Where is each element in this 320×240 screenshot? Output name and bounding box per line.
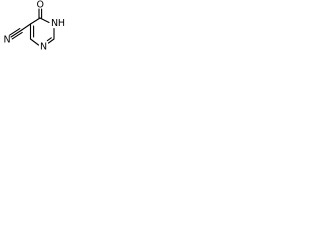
bond-triple-1 (10, 29, 22, 38)
bond-c4-c5 (29, 17, 41, 25)
bond-c2-n1 (47, 38, 55, 44)
bond-c5-cn (20, 23, 32, 32)
bond-n1-c6 (29, 38, 40, 46)
nitrogen-nitrile-label: N (3, 35, 10, 46)
structure-diagram: O N H N N (3, 0, 65, 53)
nitrogen-ring-label: N (40, 42, 47, 53)
oxygen-label: O (37, 0, 44, 11)
hydrogen-label: H (58, 18, 65, 29)
bond-c2-n1-double (46, 37, 52, 42)
bond-triple-2 (9, 28, 21, 36)
bond-triple-3 (11, 31, 23, 40)
bond-c4-n3 (39, 17, 50, 24)
nitrogen-nh-label: N (51, 18, 58, 29)
